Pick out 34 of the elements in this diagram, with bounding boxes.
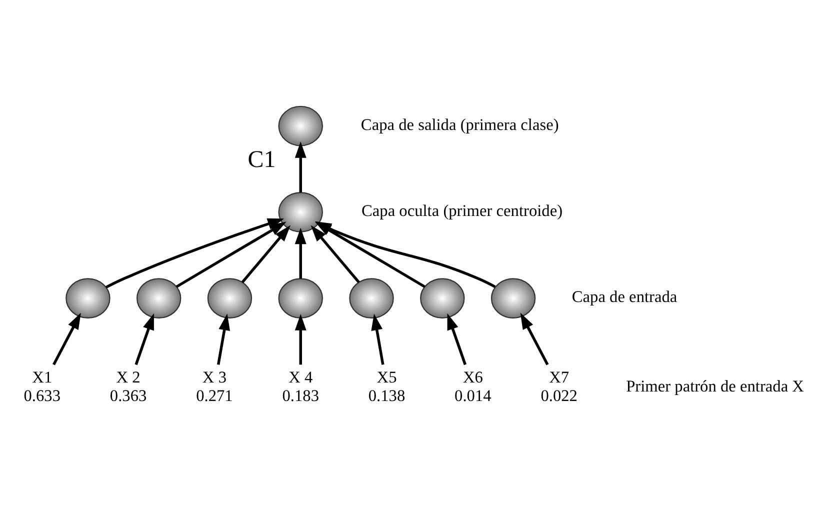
arrow <box>294 314 306 364</box>
node-circle <box>278 278 323 318</box>
arrow <box>105 218 284 288</box>
label: Capa de salida (primera clase) <box>360 114 559 134</box>
node-text: X 4 0.183 <box>282 366 320 404</box>
node-text: X1 0.633 <box>24 366 61 404</box>
label: Primer patrón de entrada X <box>626 376 804 396</box>
arrow <box>447 312 467 365</box>
node-circle <box>66 278 110 318</box>
label: Capa oculta (primer centroide) <box>362 200 563 220</box>
node-circle <box>207 278 252 318</box>
arrow <box>371 313 384 364</box>
node-circle <box>136 278 182 318</box>
node-text: X 2 0.363 <box>110 366 147 404</box>
node-label: C1 <box>248 146 276 172</box>
node-circle <box>278 105 323 146</box>
label: Capa de entrada <box>572 286 678 306</box>
node-text: X 3 0.271 <box>196 366 233 404</box>
node-text: X6 0.014 <box>454 366 492 404</box>
node-circle <box>278 191 323 232</box>
arrow <box>294 141 306 192</box>
arrow <box>241 224 290 283</box>
arrow <box>176 221 286 288</box>
arrow <box>216 313 230 364</box>
node-circle <box>420 278 465 318</box>
node-circle <box>349 278 394 318</box>
arrow <box>310 224 360 283</box>
node-circle <box>490 278 536 318</box>
arrow <box>52 312 81 365</box>
node-text: X5 0.138 <box>368 366 406 404</box>
arrow <box>294 227 306 278</box>
node-text: X7 0.022 <box>540 366 578 404</box>
arrow <box>520 312 549 365</box>
arrow <box>134 312 154 365</box>
